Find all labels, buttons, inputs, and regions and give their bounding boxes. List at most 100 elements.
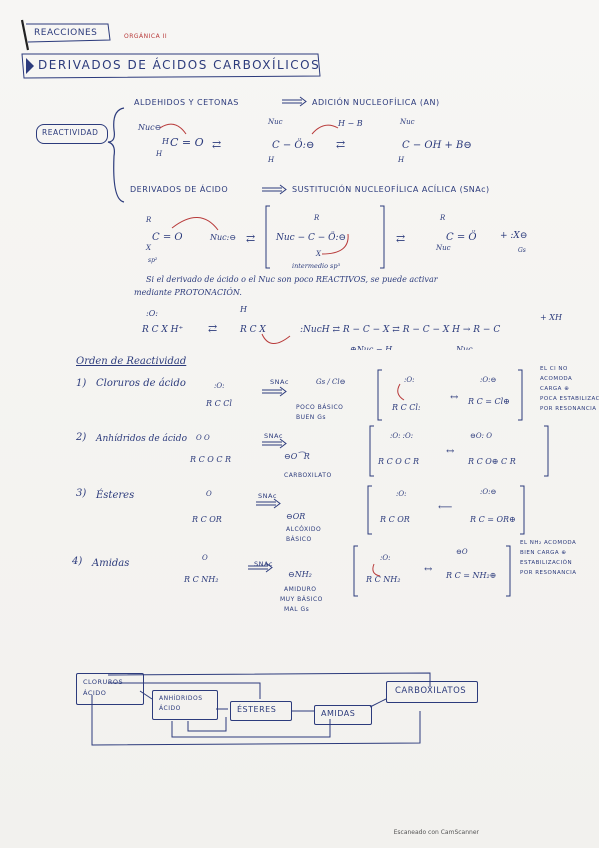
svg-text:R: R <box>439 214 446 222</box>
note-cl-line: ACOMODA <box>540 376 573 382</box>
svg-text:⇄: ⇄ <box>212 138 221 151</box>
svg-text:X: X <box>315 250 322 258</box>
svg-text:H: H <box>161 137 170 146</box>
svg-text:C = O: C = O <box>170 136 204 149</box>
svg-text:R C NH₂: R C NH₂ <box>183 575 218 584</box>
flow-esteres-text: ÉSTERES <box>237 705 277 714</box>
header-decoration <box>20 19 321 79</box>
leaving-3: ⊖OR <box>286 512 306 521</box>
svg-text::O:: :O: <box>214 382 224 390</box>
svg-text:Nuc: Nuc <box>399 118 415 126</box>
desc-2a: CARBOXILATO <box>284 472 332 479</box>
note-cl-line: EL Cl NO <box>540 366 568 372</box>
svg-text:C = O: C = O <box>152 232 183 243</box>
aldehidos-label: ALDEHIDOS Y CETONAS <box>134 98 239 107</box>
svg-text:R C Cl:: R C Cl: <box>391 403 421 412</box>
item-1-name: Cloruros de ácido <box>96 378 186 389</box>
item-1-num: 1) <box>76 378 87 389</box>
note-cl-line: POR RESONANCIA <box>540 406 597 412</box>
item-3-num: 3) <box>76 488 87 499</box>
note-cl-line: CARGA ⊕ <box>540 386 570 392</box>
svg-text:R C = Cl⊕: R C = Cl⊕ <box>467 397 510 406</box>
note-cl: EL Cl NO ACOMODA CARGA ⊕ POCA ESTABILIZA… <box>540 364 599 414</box>
item-4-num: 4) <box>72 556 83 567</box>
flow-anhidridos-text: ANHÍDRIDOS ÁCIDO <box>159 694 203 714</box>
item-4-name: Amidas <box>92 558 130 569</box>
flow-carboxilatos-box: CARBOXILATOS <box>386 681 478 703</box>
flow-arrows <box>91 672 431 746</box>
svg-text:R C OR: R C OR <box>191 515 222 524</box>
svg-text:Nuc − C − Ö:⊖: Nuc − C − Ö:⊖ <box>275 231 346 243</box>
svg-text:H: H <box>267 156 275 164</box>
svg-text:R C X H⁺: R C X H⁺ <box>141 325 184 335</box>
nota-line-2: mediante PROTONACIÓN. <box>134 288 242 297</box>
item-2-name: Anhídridos de ácido <box>96 434 187 444</box>
svg-text::O: :O:: :O: :O: <box>390 432 413 440</box>
svg-text:R: R <box>313 214 320 222</box>
svg-text:↔: ↔ <box>424 564 433 575</box>
header-tab: REACCIONES <box>34 28 98 38</box>
adicion-label: ADICIÓN NUCLEOFÍLICA (AN) <box>312 98 440 107</box>
flow-anhidridos-box: ANHÍDRIDOS ÁCIDO <box>152 690 218 720</box>
flow-amidas-text: AMIDAS <box>321 709 356 718</box>
svg-text:C − Ö:⊖: C − Ö:⊖ <box>272 139 314 151</box>
svg-text:⊕Nuc − H: ⊕Nuc − H <box>350 345 393 350</box>
svg-text:↔: ↔ <box>446 446 455 457</box>
reactividad-label: REACTIVIDAD <box>42 128 99 137</box>
svg-text:O O: O O <box>196 434 210 442</box>
nota-line-1: Si el derivado de ácido o el Nuc son poc… <box>146 275 438 284</box>
svg-text:+ XH: + XH <box>540 313 563 322</box>
svg-text:C = Ö: C = Ö <box>446 231 477 243</box>
leaving-1: Gs / Cl⊖ <box>316 378 346 386</box>
svg-text:⊖O: O: ⊖O: O <box>470 432 492 440</box>
note-nh2-line: EL NH₂ ACOMODA <box>520 540 577 546</box>
svg-text:R C NH₂: R C NH₂ <box>365 575 400 584</box>
desc-1b: BUEN Gs <box>296 414 326 421</box>
svg-text:R C = OR⊕: R C = OR⊕ <box>469 515 516 524</box>
svg-text::O:: :O: <box>396 490 406 498</box>
svg-text::O:: :O: <box>404 376 414 384</box>
desc-1a: POCO BÁSICO <box>296 404 344 411</box>
note-nh2-line: ESTABILIZACIÓN <box>520 560 573 566</box>
svg-text:H − B: H − B <box>337 119 363 128</box>
svg-text:⇄: ⇄ <box>246 232 255 245</box>
svg-text::O:⊖: :O:⊖ <box>480 376 496 384</box>
snac-4: SNAc <box>254 560 273 568</box>
leaving-2: ⊖O⁀R <box>284 452 310 461</box>
svg-text:sp²: sp² <box>148 257 158 264</box>
svg-text:R C O C R: R C O C R <box>377 457 419 466</box>
snac-1: SNAc <box>270 378 289 386</box>
note-nh2-line: POR RESONANCIA <box>520 570 577 576</box>
leaving-4: ⊖NH₂ <box>288 570 312 579</box>
derivados-label: DERIVADOS DE ÁCIDO <box>130 185 229 194</box>
svg-text:⟵: ⟵ <box>438 502 452 513</box>
svg-text:H: H <box>155 150 163 158</box>
desc-3a: ALCÓXIDO <box>286 526 322 533</box>
desc-4c: MAL Gs <box>284 606 310 613</box>
page-title: DERIVADOS DE ÁCIDOS CARBOXÍLICOS <box>38 58 321 72</box>
svg-text::NucH ⇄ R − C − X ⇄ R − C − X: :NucH ⇄ R − C − X ⇄ R − C − X H → R − C <box>300 325 500 335</box>
svg-text:⊖O: ⊖O <box>456 548 468 556</box>
svg-text:+ :X⊖: + :X⊖ <box>500 231 527 241</box>
svg-text:R C OR: R C OR <box>379 515 410 524</box>
svg-text:O: O <box>202 554 208 562</box>
svg-text:H: H <box>239 305 248 314</box>
svg-text:⇄: ⇄ <box>336 138 345 151</box>
svg-text:X: X <box>145 244 152 252</box>
flow-amidas-box: AMIDAS <box>314 705 372 725</box>
scanner-footer: Escaneado con CamScanner <box>393 829 479 836</box>
svg-text:R C = NH₂⊕: R C = NH₂⊕ <box>445 571 496 580</box>
header-subject: ORGÁNICA II <box>124 33 168 40</box>
svg-text:⇄: ⇄ <box>396 232 405 245</box>
svg-text:R C O C R: R C O C R <box>189 455 231 464</box>
item-3-name: Ésteres <box>96 490 135 501</box>
svg-text:Nuc:⊖: Nuc:⊖ <box>209 233 236 242</box>
desc-4a: AMIDURO <box>284 586 317 593</box>
svg-text:R C O⊕ C R: R C O⊕ C R <box>467 457 516 466</box>
flow-carboxilatos-text: CARBOXILATOS <box>395 686 467 696</box>
svg-text:C − OH + B⊖: C − OH + B⊖ <box>402 140 472 151</box>
svg-text:O: O <box>206 490 212 498</box>
svg-text::O:: :O: <box>146 309 158 318</box>
svg-text:H: H <box>397 156 405 164</box>
